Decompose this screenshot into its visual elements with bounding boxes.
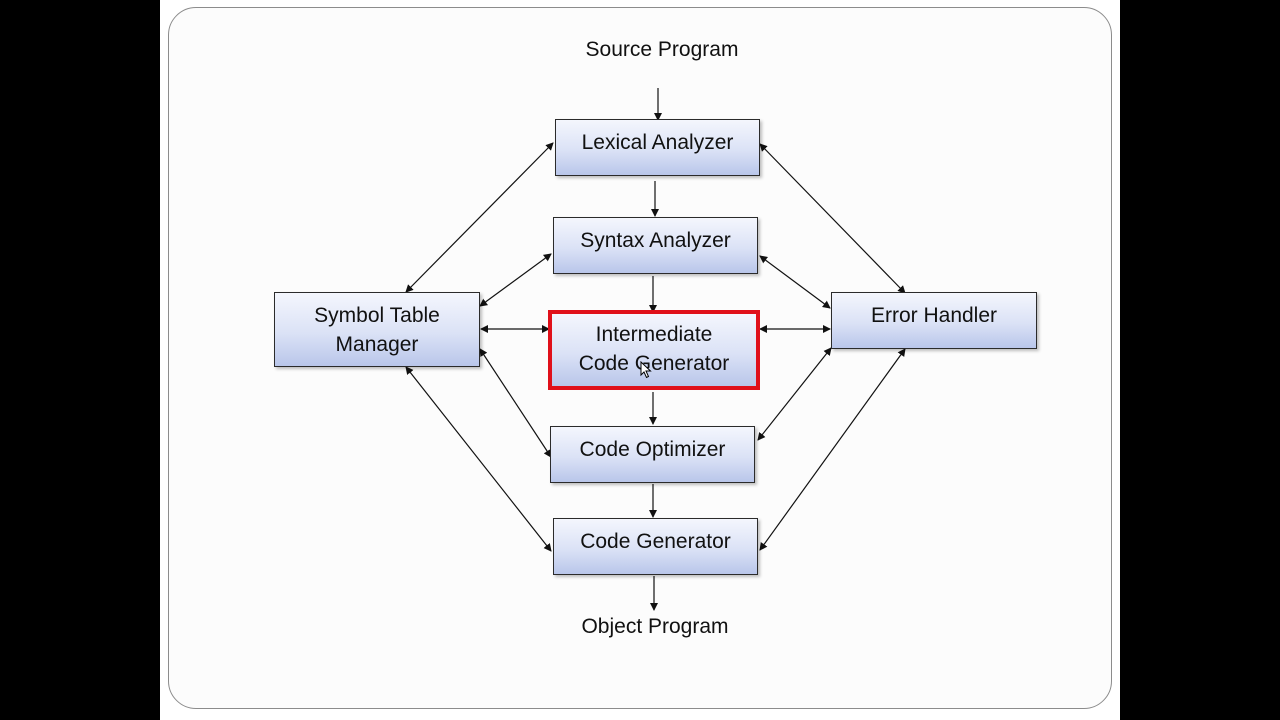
object-program-label: Object Program <box>581 615 729 638</box>
code-optimizer-box: Code Optimizer <box>550 426 755 483</box>
mouse-cursor-icon <box>640 361 652 379</box>
symbol-table-manager-box: Symbol Table Manager <box>274 292 480 367</box>
source-program-label: Source Program <box>585 38 739 61</box>
intermediate-code-generator-box: Intermediate Code Generator <box>548 310 760 390</box>
lexical-analyzer-box: Lexical Analyzer <box>555 119 760 176</box>
code-generator-box: Code Generator <box>553 518 758 575</box>
syntax-analyzer-box: Syntax Analyzer <box>553 217 758 274</box>
error-handler-box: Error Handler <box>831 292 1037 349</box>
